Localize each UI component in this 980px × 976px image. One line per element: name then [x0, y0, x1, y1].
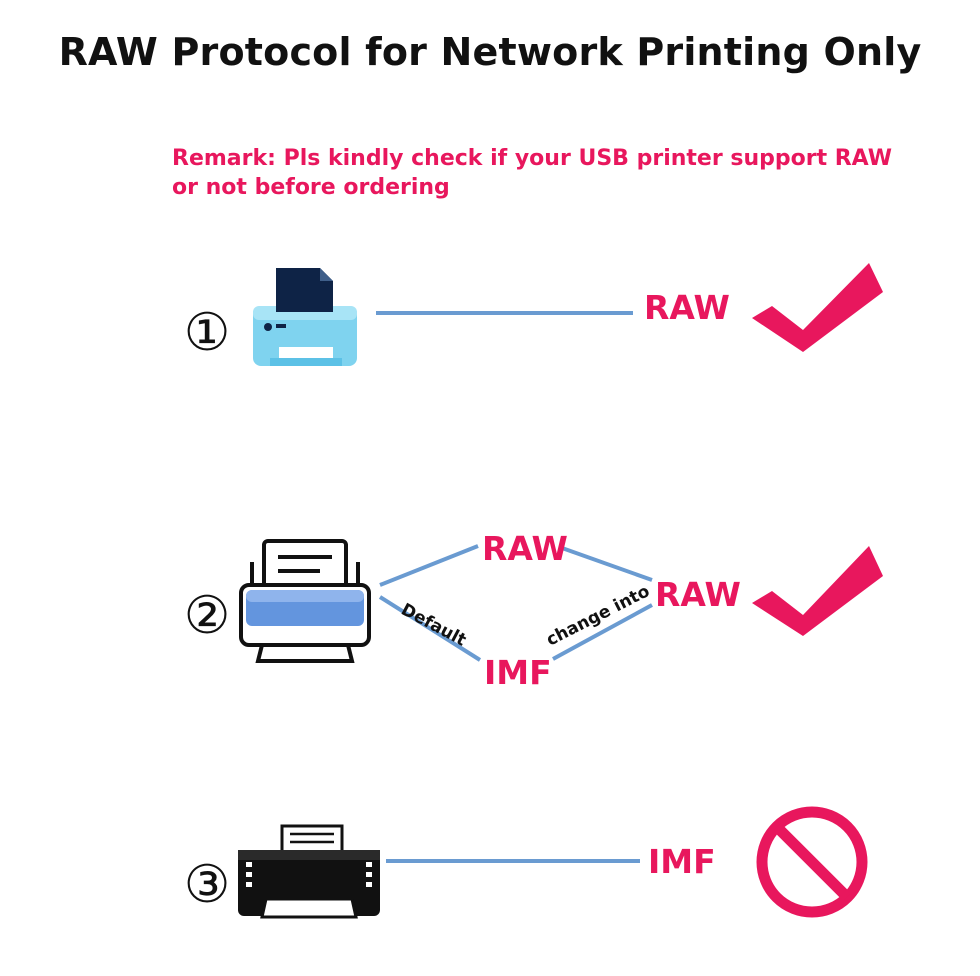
protocol-label-raw-result: RAW	[655, 575, 741, 614]
protocol-label-raw-1: RAW	[644, 288, 730, 327]
remark-line-2: or not before ordering	[172, 175, 450, 200]
protocol-label-imf-3: IMF	[648, 842, 716, 881]
edge-label-default: Default	[398, 600, 470, 651]
row-3: ③ IMF	[184, 806, 868, 919]
remark-note: Remark: Pls kindly check if your USB pri…	[172, 144, 892, 202]
remark-line-1: Remark: Pls kindly check if your USB pri…	[172, 146, 892, 171]
row-1: ① RAW	[184, 263, 883, 366]
protocol-label-imf: IMF	[484, 653, 552, 692]
row-2: ② RAW IMF RAW Default change into	[184, 529, 883, 692]
page-title: RAW Protocol for Network Printing Only	[58, 30, 922, 74]
prohibited-icon	[756, 806, 868, 918]
row-number-2: ②	[184, 586, 231, 646]
checkmark-icon	[752, 263, 883, 352]
blue-printer-icon	[239, 539, 371, 663]
black-printer-icon	[238, 824, 380, 919]
edge-label-change-into: change into	[543, 581, 653, 650]
checkmark-icon	[752, 546, 883, 636]
protocol-paths	[378, 544, 653, 662]
row-number-1: ①	[184, 303, 231, 363]
light-blue-printer-icon	[253, 268, 357, 366]
row-number-3: ③	[184, 855, 231, 915]
protocol-label-raw-upper: RAW	[482, 529, 568, 568]
